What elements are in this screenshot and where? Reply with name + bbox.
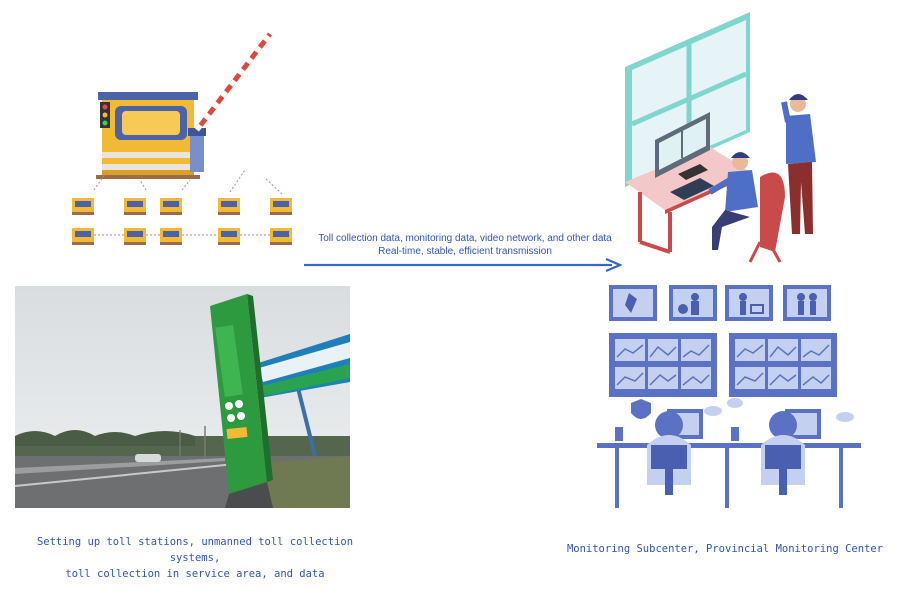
main-toll-booth [96,32,272,179]
toll-booth-illustration [72,32,292,245]
chart-panel-right [729,333,837,397]
toll-booth-network [72,198,292,245]
monitoring-room-illustration [625,12,816,263]
small-booth [160,198,182,215]
operator-desks [597,409,861,508]
small-booth [218,198,240,215]
toll-stations-caption-line2: toll collection in service area, and dat… [65,568,325,580]
small-booth [72,198,94,215]
service-area-sign [210,294,273,508]
service-area-photo [15,286,350,508]
small-booth [270,228,292,245]
shield-icon [631,399,651,419]
small-booth [124,228,146,245]
small-booth [124,198,146,215]
monitoring-center-caption: Monitoring Subcenter, Provincial Monitor… [566,543,884,555]
small-booth [270,198,292,215]
cloud-icons [704,398,854,422]
monitoring-center-illustration [597,285,861,508]
standing-operator [781,94,816,234]
seated-operator [708,152,785,263]
chart-panel-left [609,333,717,397]
toll-stations-caption: Setting up toll stations, unmanned toll … [10,534,380,582]
transmission-label-line1: Toll collection data, monitoring data, v… [318,233,612,244]
network-links [93,169,283,236]
desk-monitors [655,112,714,200]
transmission-label: Toll collection data, monitoring data, v… [300,232,630,258]
small-booth [218,228,240,245]
small-booth [72,228,94,245]
camera-panel-row [609,285,831,321]
transmission-arrow [304,258,623,272]
toll-stations-caption-line1: Setting up toll stations, unmanned toll … [36,536,354,564]
transmission-label-line2: Real-time, stable, efficient transmissio… [378,246,552,257]
small-booth [160,228,182,245]
billboard [255,334,350,457]
